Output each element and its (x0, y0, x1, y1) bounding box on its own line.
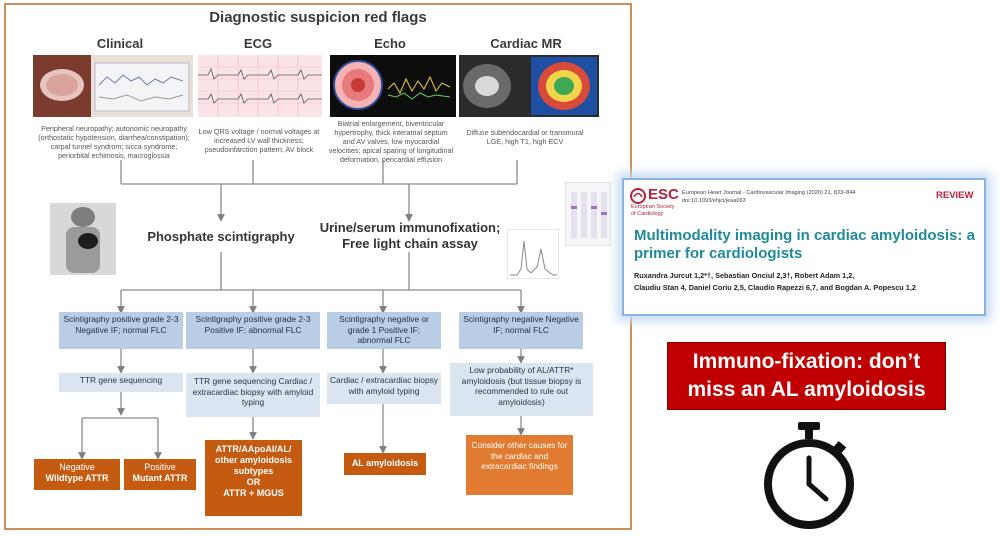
authors-line1: Ruxandra Jurcut 1,2*†, Sebastian Onciul … (634, 271, 855, 280)
outcome-attr-line3: subtypes (233, 466, 274, 476)
review-badge: REVIEW (936, 190, 974, 201)
ecg-image (198, 55, 322, 117)
outcome-positive-mutant: Positive Mutant ATTR (124, 459, 196, 490)
outcome-mutant-label: Mutant ATTR (132, 473, 188, 483)
outcome-al-amyloidosis: AL amyloidosis (344, 453, 426, 475)
outcome-attr-line1: ATTR/AApoAI/AL/ (215, 444, 292, 454)
ecg-findings: Low QRS voltage / normal voltages at inc… (198, 127, 320, 154)
stopwatch-icon (764, 422, 854, 529)
figure-title: Diagnostic suspicion red flags (209, 9, 427, 26)
society-line1: European Society (631, 204, 675, 210)
cardiac-mr-image (459, 55, 599, 117)
esc-logo-text: ESC (648, 186, 679, 203)
echo-findings: Biatrial enlargement, biventricular hype… (328, 119, 454, 164)
outcome-attr-subtypes: ATTR/AApoAI/AL/ other amyloidosis subtyp… (205, 440, 302, 516)
clinical-image (33, 55, 193, 117)
outcome-negative-label: Negative (59, 462, 95, 472)
scintigraphy-test: Phosphate scintigraphy (147, 229, 295, 244)
echo-image (330, 55, 456, 117)
immunofixation-test-line2: Free light chain assay (342, 236, 478, 251)
outcome-positive-label: Positive (144, 462, 176, 472)
outcome-attr-line5: ATTR + MGUS (223, 488, 284, 498)
alert-line1: Immuno-fixation: don’t (692, 350, 921, 373)
column-header-echo: Echo (374, 36, 406, 51)
alert-box: Immuno-fixation: don’t miss an AL amyloi… (667, 342, 946, 410)
scenario-box-3: Scintigraphy negative or grade 1 Positiv… (327, 312, 441, 349)
immunofixation-gel-thumbnail (565, 182, 611, 246)
society-name: European Society of Cardiology (631, 204, 674, 218)
journal-citation: European Heart Journal - Cardiovascular … (682, 190, 856, 196)
doi: doi:10.1093/ehjci/jeaa063 (682, 198, 746, 204)
column-header-ecg: ECG (243, 36, 273, 51)
esc-logo-icon (630, 188, 646, 204)
outcome-other-causes: Consider other causes for the cardiac an… (466, 435, 573, 495)
column-header-clinical: Clinical (96, 36, 144, 51)
outcome-negative-wildtype: Negative Wildtype ATTR (34, 459, 120, 490)
cardiac-mr-findings: Diffuse subendocardial or transmural LGE… (466, 128, 584, 146)
paper-title: Multimodality imaging in cardiac amyloid… (634, 227, 975, 262)
clinical-findings: Peripheral neuropathy; autonomic neuropa… (38, 124, 190, 160)
alert-line2: miss an AL amyloidosis (687, 378, 926, 401)
scenario-box-1: Scintigraphy positive grade 2-3 Negative… (59, 312, 183, 349)
column-header-cardiac-mr: Cardiac MR (490, 36, 562, 51)
step-low-probability: Low probability of AL/ATTR* amyloidosis … (450, 363, 593, 416)
paper-card: ESC European Society of Cardiology Europ… (622, 178, 986, 316)
step-biopsy: Cardiac / extracardiac biopsy with amylo… (327, 373, 441, 404)
scenario-box-4: Scintigraphy negative Negative IF; norma… (459, 312, 583, 349)
authors-line2: Claudiu Stan 4, Daniel Coriu 2,5, Claudi… (634, 283, 916, 292)
scintigraphy-image (50, 203, 116, 275)
flc-chart-thumbnail (507, 229, 559, 279)
outcome-attr-line2: other amyloidosis (214, 455, 293, 465)
society-line2: of Cardiology (631, 211, 664, 217)
outcome-wildtype-label: Wildtype ATTR (45, 473, 109, 483)
step-ttr-sequencing-biopsy: TTR gene sequencing Cardiac / extracardi… (186, 373, 320, 417)
step-ttr-sequencing: TTR gene sequencing (59, 373, 183, 392)
immunofixation-test-line1: Urine/serum immunofixation; (319, 220, 501, 235)
scenario-box-2: Scintigraphy positive grade 2-3 Positive… (186, 312, 320, 349)
outcome-attr-line4: OR (246, 477, 261, 487)
